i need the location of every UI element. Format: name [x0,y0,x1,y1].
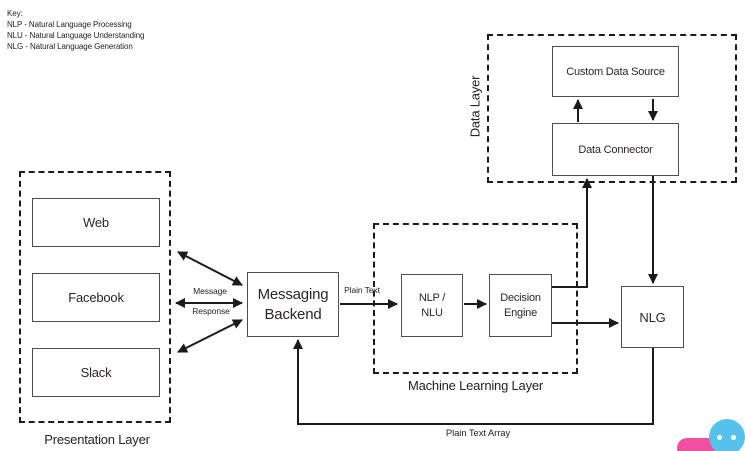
legend-heading: Key: [7,9,23,18]
nlp-nlu-line2: NLU [421,306,443,319]
edge-label-plain-text: Plain Text [344,285,380,295]
node-nlg: NLG [621,286,684,348]
edge-label-message: Message [193,286,227,296]
decision-engine-line1: Decision [500,292,541,305]
nlg-label: NLG [639,309,666,325]
node-slack-label: Slack [80,365,112,380]
data-connector-label: Data Connector [578,143,653,156]
node-web: Web [32,198,160,247]
decision-engine-line2: Engine [503,306,538,319]
data-layer-box [487,34,737,183]
mascot-eye-left [717,435,722,440]
presentation-layer-label: Presentation Layer [44,432,150,447]
machine-learning-layer-box [373,223,578,374]
edge-label-response: Response [192,306,230,316]
node-facebook: Facebook [32,273,160,322]
node-nlp-nlu: NLP / NLU [401,274,463,337]
node-slack: Slack [32,348,160,397]
custom-data-source-label: Custom Data Source [566,65,665,78]
node-facebook-label: Facebook [68,290,124,305]
arrow-web-backend [177,251,243,286]
messaging-backend-line1: Messaging [257,286,329,304]
chatbot-mascot-icon [709,419,745,451]
arrow-slack-backend [177,319,243,353]
legend-entry-nlg: NLG - Natural Language Generation [7,42,133,51]
machine-learning-layer-label: Machine Learning Layer [407,378,544,393]
node-web-label: Web [83,215,109,230]
arrow-decision-dataconnector [552,178,592,288]
legend-entry-nlu: NLU - Natural Language Understanding [7,31,145,40]
legend-entry-nlp: NLP - Natural Language Processing [7,20,132,29]
presentation-layer-box [19,171,171,423]
legend: Key: NLP - Natural Language Processing N… [7,8,144,52]
arrow-nlg-backend-feedback [293,339,654,425]
nlp-nlu-line1: NLP / [418,292,446,305]
node-data-connector: Data Connector [552,123,679,176]
edge-label-plain-text-array: Plain Text Array [445,428,511,439]
node-decision-engine: Decision Engine [489,274,552,337]
mascot-eye-right [730,435,736,440]
messaging-backend-line2: Backend [264,305,322,323]
node-custom-data-source: Custom Data Source [552,46,679,97]
node-messaging-backend: Messaging Backend [247,272,339,337]
